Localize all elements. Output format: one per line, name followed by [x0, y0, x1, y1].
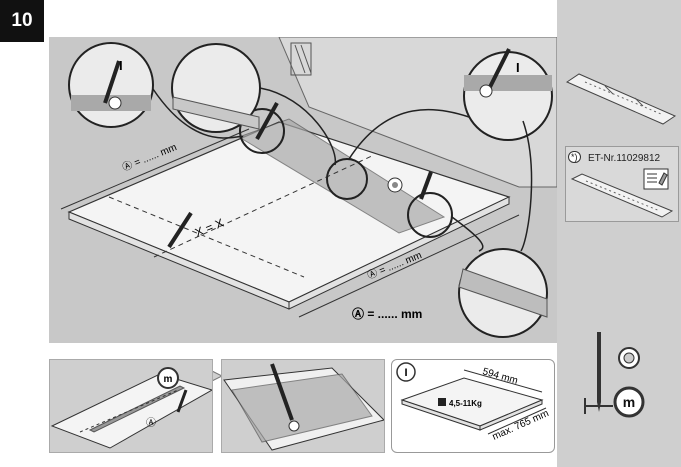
dim-label-bottom: Ⓐ = ...... mm	[352, 306, 422, 321]
tape-measure-marker: m	[164, 374, 173, 385]
mark-panel	[221, 359, 385, 453]
part-number-label: ET-Nr.11029812	[588, 153, 661, 164]
template-strip-illustration	[565, 73, 677, 125]
weight-label: 4,5-11Kg	[449, 399, 482, 408]
note-marker: *)	[568, 151, 581, 163]
spare-part-box: *) ET-Nr.11029812	[565, 146, 679, 222]
cabinet-board-drawing: I I Ⓐ = ...... mm Ⓐ = ...... mm Ⓐ = ....…	[60, 36, 558, 338]
measure-panel: m Ⓐ	[49, 359, 214, 453]
template-strip-spare-illustration	[570, 173, 674, 218]
marker-I-left: I	[119, 58, 123, 73]
measure-board-drawing: m Ⓐ	[50, 367, 214, 449]
right-side-panel: *) ET-Nr.11029812 m	[557, 0, 681, 467]
dimensions-info-panel: I 594 mm max. 765 mm 4,5-11Kg	[391, 359, 555, 453]
width-label: 594 mm	[481, 366, 519, 387]
document-icon	[643, 168, 669, 190]
marker-I-right: I	[516, 60, 520, 75]
main-illustration: I I Ⓐ = ...... mm Ⓐ = ...... mm Ⓐ = ....…	[49, 36, 558, 343]
info-marker: I	[404, 367, 407, 379]
step-number: 10	[11, 10, 33, 31]
mark-board-drawing	[223, 363, 385, 451]
dimensions-drawing: I 594 mm max. 765 mm 4,5-11Kg	[396, 362, 551, 443]
dim-A-label: Ⓐ	[146, 417, 156, 429]
tools-illustration: m	[584, 332, 645, 418]
tape-measure-marker: m	[623, 394, 635, 410]
step-number-badge: 10	[0, 0, 44, 42]
